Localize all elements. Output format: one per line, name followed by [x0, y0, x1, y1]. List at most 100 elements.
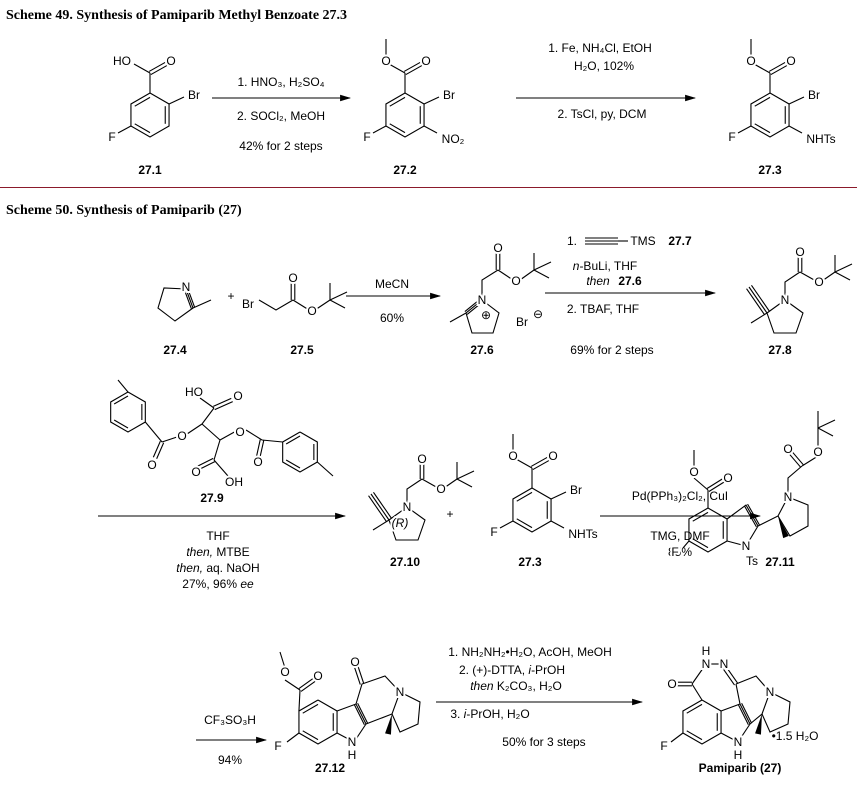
atom-label: N [781, 293, 790, 307]
bond [720, 664, 735, 686]
bond [389, 123, 406, 134]
bond [686, 730, 703, 741]
atom-label: O [436, 482, 445, 496]
atom-label: 50% for 3 steps [502, 735, 585, 749]
atom-label: 27.6 [618, 274, 642, 288]
bond [533, 261, 552, 271]
bond [747, 503, 761, 526]
atom-label: 27.7 [668, 234, 692, 248]
bond [735, 683, 741, 705]
bond [466, 300, 484, 315]
bond [117, 379, 129, 393]
atom-label: F [363, 130, 370, 144]
bond [284, 679, 301, 691]
atom-label: TMS [630, 234, 655, 248]
bond [113, 419, 129, 429]
atom-label: N [182, 280, 191, 294]
bond [817, 427, 834, 437]
bond [691, 683, 703, 701]
atom-label: 42% for 2 steps [239, 139, 322, 153]
compound-label: 27.1 [138, 163, 162, 177]
compound-label: 27.6 [470, 343, 494, 357]
reagent-text-part: then [470, 679, 494, 693]
bond [298, 689, 301, 712]
bond [213, 397, 232, 407]
bond [801, 455, 819, 467]
reagent-text-part: n [573, 259, 580, 273]
atom-label: N [348, 735, 357, 749]
reagent-text-part: then, [176, 561, 203, 575]
bond [285, 435, 301, 445]
reagent-text: then [586, 274, 610, 288]
bond [403, 61, 421, 72]
bond [201, 407, 215, 425]
reagent-text: then, aq. NaOH [176, 561, 259, 575]
plus-sign: + [446, 507, 453, 521]
atom-label: 69% for 2 steps [570, 343, 653, 357]
bond [751, 284, 770, 312]
bond [550, 491, 567, 500]
reagent-text-part: 2. (+)-DTTA, [459, 663, 528, 677]
reagent-text-part: ee [240, 577, 254, 591]
compound-label: 27.11 [765, 555, 795, 569]
atom-label: O [417, 452, 426, 466]
bond [770, 65, 788, 76]
bond [298, 678, 314, 689]
bond [134, 96, 151, 107]
atom-label: HO [185, 385, 203, 399]
atom-label: O [723, 471, 732, 485]
bond [754, 96, 771, 107]
reagent-text-part: MTBE [213, 545, 250, 559]
atom-label: 2. TBAF, THF [567, 302, 639, 316]
atom-label: O [313, 669, 322, 683]
atom-label: OH [225, 475, 243, 489]
bond [706, 478, 724, 489]
bond [423, 96, 440, 105]
bond [405, 65, 423, 76]
bond [370, 493, 390, 521]
bond [481, 269, 499, 300]
bond [761, 691, 791, 733]
compound-label: 27.8 [768, 343, 792, 357]
atom-label: O [783, 442, 792, 456]
atom-label: Ts [746, 554, 758, 568]
plus-sign: + [227, 289, 234, 303]
atom-label: Br [188, 88, 200, 102]
atom-label: 85% [668, 545, 692, 559]
atom-label: HO [113, 54, 131, 68]
reagent-text-part: i [464, 707, 467, 721]
bond [259, 440, 265, 459]
reagent-text: n-BuLi, THF [573, 259, 637, 273]
atom-label: O [813, 445, 822, 459]
bond [766, 299, 804, 334]
scheme-49-title: Scheme 49. Synthesis of Pamiparib Methyl… [6, 8, 348, 23]
atom-label: TMG, DMF [650, 529, 709, 543]
compound-label: 27.4 [163, 343, 187, 357]
bond [316, 461, 334, 477]
atom-label: NO₂ [442, 132, 465, 146]
bond [388, 63, 406, 74]
bond [691, 663, 707, 685]
bond [213, 439, 221, 461]
compound-label: 27.3 [518, 555, 542, 569]
bond [187, 288, 196, 308]
atom-label: N [742, 539, 751, 553]
hydrate-label: •1.5 H₂O [772, 729, 819, 743]
bond [329, 299, 346, 309]
bond [300, 681, 316, 692]
bond [192, 299, 212, 309]
wedge-bond [385, 714, 392, 735]
bond [550, 520, 565, 529]
atom-label: F [660, 739, 667, 753]
bond [464, 298, 482, 313]
atom-label: O [280, 665, 289, 679]
bond [201, 423, 221, 441]
atom-label: O [548, 449, 557, 463]
bond [449, 312, 467, 323]
bond [198, 461, 216, 471]
reagent-text: 3. i-PrOH, H₂O [450, 707, 529, 721]
atom-label: 94% [218, 753, 242, 767]
bond [692, 511, 709, 522]
bond [754, 123, 771, 134]
compound-label: 27.5 [290, 343, 314, 357]
